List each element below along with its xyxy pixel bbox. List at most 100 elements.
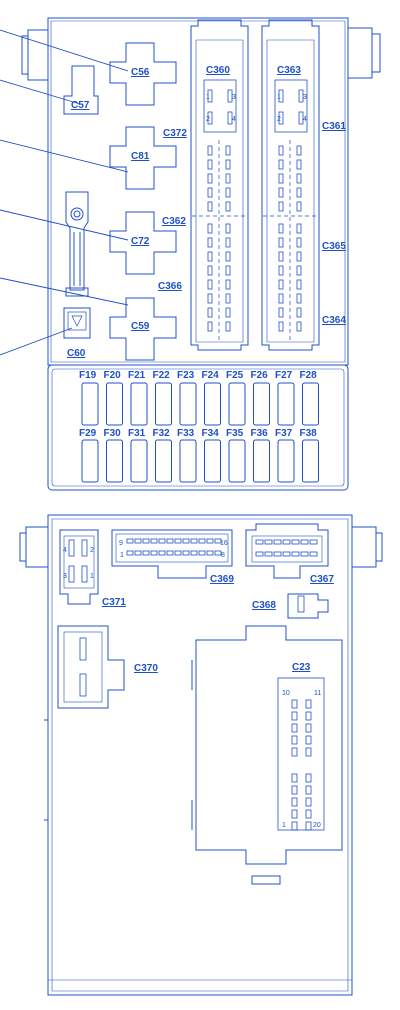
fuse-label: F21 bbox=[128, 370, 146, 381]
pin bbox=[291, 821, 298, 831]
pin bbox=[305, 735, 312, 745]
pin bbox=[158, 550, 166, 556]
pin bbox=[207, 321, 213, 332]
label-c367: C367 bbox=[310, 574, 334, 585]
connector-c23-body bbox=[191, 625, 343, 885]
pin bbox=[225, 187, 231, 198]
pin bbox=[150, 538, 158, 544]
pin bbox=[305, 699, 312, 709]
label-c368: C368 bbox=[252, 600, 276, 611]
label-c361: C361 bbox=[322, 121, 346, 132]
fuse-label: F19 bbox=[79, 370, 97, 381]
pin bbox=[309, 551, 318, 557]
pin-number-labels-lower: 4 2 3 1 9 16 1 8 10 11 1 20 bbox=[63, 540, 321, 829]
pin bbox=[291, 747, 298, 757]
fuse-label: F31 bbox=[128, 428, 146, 439]
connector-labels: C56 C57 C81 C72 C59 C60 C360 C363 C372 C… bbox=[67, 65, 346, 359]
pin-label: 8 bbox=[221, 552, 225, 559]
pin bbox=[225, 201, 231, 212]
pin-label: 3 bbox=[232, 94, 236, 101]
fuse-slot bbox=[253, 382, 270, 426]
pin bbox=[296, 187, 302, 198]
pin bbox=[278, 237, 284, 248]
fuse-label: F20 bbox=[104, 370, 122, 381]
pin bbox=[207, 293, 213, 304]
leader-lines bbox=[0, 29, 129, 356]
fuse-slot bbox=[179, 382, 197, 426]
fuse-label: F28 bbox=[300, 370, 318, 381]
fuse-label: F27 bbox=[275, 370, 293, 381]
pin bbox=[225, 279, 231, 290]
right-mount-tab-edge bbox=[375, 532, 383, 562]
pin bbox=[291, 539, 300, 545]
pin bbox=[206, 550, 214, 556]
pin-label: 2 bbox=[90, 547, 94, 554]
fuse-label: F22 bbox=[153, 370, 171, 381]
pin bbox=[142, 538, 150, 544]
pin bbox=[134, 538, 142, 544]
label-c56: C56 bbox=[131, 67, 150, 78]
cross-connectors bbox=[109, 42, 177, 361]
pin-label: 3 bbox=[63, 573, 67, 580]
pin bbox=[291, 773, 298, 783]
pin bbox=[174, 538, 182, 544]
pin bbox=[296, 279, 302, 290]
pin bbox=[278, 251, 284, 262]
pin bbox=[298, 111, 304, 125]
pin-label: 4 bbox=[303, 116, 307, 123]
pin bbox=[305, 711, 312, 721]
pin-label: 1 bbox=[90, 573, 94, 580]
pin bbox=[278, 187, 284, 198]
pin bbox=[255, 539, 264, 545]
pin bbox=[142, 550, 150, 556]
pin bbox=[225, 145, 231, 156]
pin bbox=[166, 550, 174, 556]
pin bbox=[296, 307, 302, 318]
fuse-slot bbox=[155, 439, 172, 483]
pin bbox=[190, 538, 198, 544]
connector-pins bbox=[207, 89, 304, 332]
fuse-labels: F19F29F20F30F21F31F22F32F23F33F24F34F25F… bbox=[79, 370, 317, 439]
upper-box-outline bbox=[47, 17, 349, 366]
pin-label: 20 bbox=[313, 822, 321, 829]
pin bbox=[296, 173, 302, 184]
pin bbox=[291, 797, 298, 807]
pin bbox=[264, 551, 273, 557]
pin bbox=[214, 550, 222, 556]
pin bbox=[126, 538, 134, 544]
pin bbox=[158, 538, 166, 544]
fuse-slot bbox=[130, 439, 148, 483]
fuse-slot bbox=[204, 382, 221, 426]
upper-fuse-box: C56 C57 C81 C72 C59 C60 C360 C363 C372 C… bbox=[0, 17, 381, 491]
connector-c370-body bbox=[57, 625, 125, 709]
pin bbox=[282, 539, 291, 545]
fuse-label: F37 bbox=[275, 428, 293, 439]
pin bbox=[278, 145, 284, 156]
pin bbox=[198, 538, 206, 544]
pin bbox=[291, 711, 298, 721]
pin bbox=[207, 111, 213, 125]
pin bbox=[278, 159, 284, 170]
fuse-slot bbox=[228, 382, 246, 426]
pin-label: 11 bbox=[314, 690, 321, 697]
pin bbox=[207, 159, 213, 170]
pin bbox=[225, 293, 231, 304]
fuse-slot bbox=[106, 439, 123, 483]
pin-label: 3 bbox=[303, 94, 307, 101]
pin bbox=[225, 223, 231, 234]
pin bbox=[296, 223, 302, 234]
pin bbox=[296, 159, 302, 170]
fuse-slot bbox=[302, 439, 319, 483]
connector-labels-lower: C371 C369 C367 C368 C370 C23 bbox=[102, 574, 334, 674]
label-c57: C57 bbox=[71, 100, 90, 111]
pin bbox=[278, 279, 284, 290]
right-mount-tab bbox=[347, 27, 373, 79]
pin bbox=[278, 265, 284, 276]
pin bbox=[305, 797, 312, 807]
pin bbox=[296, 293, 302, 304]
pin-label: 2 bbox=[277, 116, 281, 123]
label-c372: C372 bbox=[163, 128, 187, 139]
fuse-slot bbox=[81, 382, 99, 426]
fuse-label: F34 bbox=[202, 428, 220, 439]
